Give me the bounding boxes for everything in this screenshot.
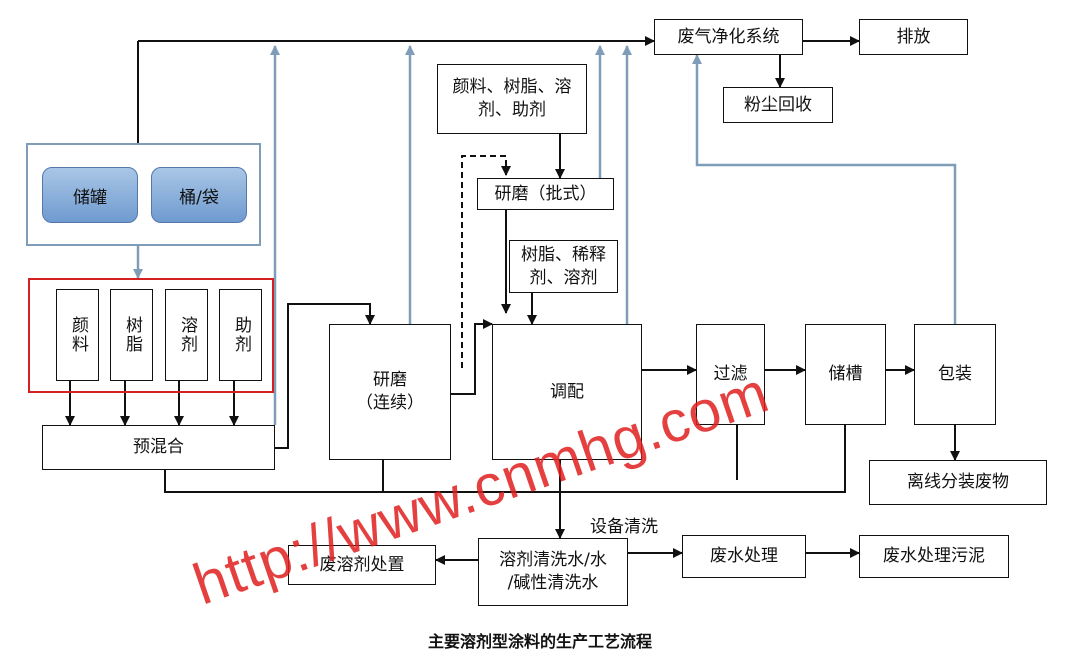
dashed-recycle-line [461, 155, 511, 368]
batch-grinding-node: 研磨（批式） [477, 178, 614, 210]
packaging-node: 包装 [914, 324, 996, 425]
cleaning-water-node: 溶剂清洗水/水 /碱性清洗水 [478, 538, 628, 606]
offline-packaging-waste-node: 离线分装废物 [869, 460, 1047, 505]
solvent-node: 溶剂 [165, 289, 208, 381]
waste-solvent-disposal-node: 废溶剂处置 [288, 545, 436, 585]
wastewater-treatment-node: 废水处理 [682, 535, 806, 578]
wastewater-sludge-node: 废水处理污泥 [859, 535, 1009, 578]
bucket-bag-node: 桶/袋 [151, 167, 247, 223]
premix-node: 预混合 [42, 425, 275, 470]
blending-node: 调配 [492, 324, 642, 460]
discharge-node: 排放 [859, 19, 968, 55]
storage-group-frame [26, 143, 261, 246]
exhaust-purification-node: 废气净化系统 [654, 19, 803, 55]
exhaust-lines [133, 45, 957, 425]
dust-recovery-node: 粉尘回收 [723, 87, 833, 123]
equipment-cleaning-label: 设备清洗 [590, 517, 658, 537]
continuous-grinding-node: 研磨 （连续） [329, 324, 451, 460]
storage-tank-node: 储罐 [42, 167, 138, 223]
resin-diluent-node: 树脂、稀释 剂、溶剂 [509, 240, 618, 293]
storage-tank-label: 储罐 [73, 187, 107, 208]
storage-slot-node: 储槽 [805, 324, 886, 425]
bucket-bag-label: 桶/袋 [179, 187, 219, 208]
process-lines [65, 36, 960, 565]
raw-materials-frame [28, 278, 274, 393]
resin-node: 树脂 [110, 289, 153, 381]
diagram-caption: 主要溶剂型涂料的生产工艺流程 [427, 632, 652, 651]
filtration-node: 过滤 [696, 324, 765, 425]
pigment-node: 颜料 [56, 289, 99, 381]
batch-inputs-node: 颜料、树脂、溶 剂、助剂 [437, 64, 587, 134]
additive-node: 助剂 [219, 289, 262, 381]
